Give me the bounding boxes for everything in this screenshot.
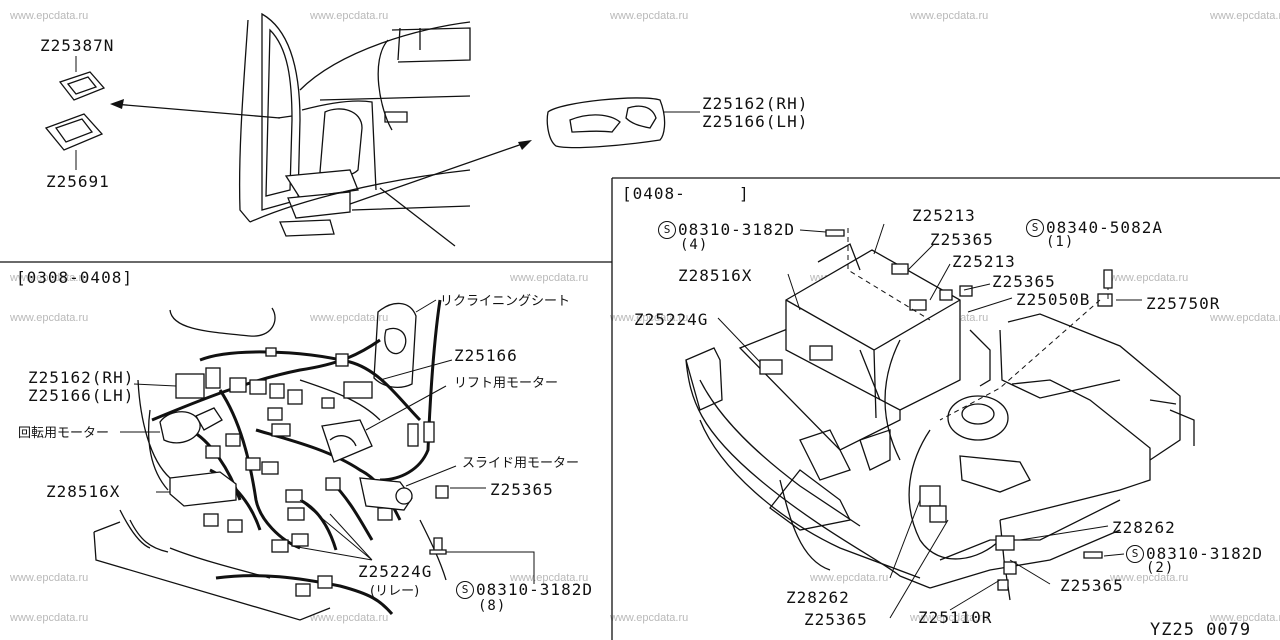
part-label: Z25213 bbox=[952, 252, 1016, 271]
rotation-motor bbox=[159, 407, 223, 444]
watermark: www.epcdata.ru bbox=[310, 612, 389, 624]
vehicle-interior-drawing bbox=[238, 12, 471, 247]
part-label: Z25166(LH) bbox=[28, 386, 135, 405]
watermark: www.epcdata.ru bbox=[610, 612, 689, 624]
seat-frame-drawing bbox=[93, 302, 447, 621]
range-label-0308-0408: [0308-0408] bbox=[16, 268, 133, 287]
bolt-part bbox=[429, 537, 447, 555]
part-label: Z28516X bbox=[46, 482, 121, 501]
watermark: www.epcdata.ru bbox=[310, 312, 389, 324]
section-divider bbox=[0, 177, 1280, 640]
part-label: Z25110R bbox=[918, 608, 993, 627]
range-label-0408: [0408- ] bbox=[622, 184, 750, 203]
part-label: Z25050B bbox=[1016, 290, 1091, 309]
slide-motor bbox=[359, 477, 413, 511]
part-code: 08310-3182D bbox=[476, 580, 593, 599]
standard-part-symbol: S bbox=[456, 581, 474, 599]
watermark: www.epcdata.ru bbox=[1210, 10, 1280, 22]
watermark: www.epcdata.ru bbox=[1110, 272, 1189, 284]
seat-ecu-box bbox=[785, 243, 961, 419]
watermark: www.epcdata.ru bbox=[510, 572, 589, 584]
standard-part-symbol: S bbox=[1126, 545, 1144, 563]
connectors-left bbox=[175, 347, 449, 597]
part-code: 08310-3182D bbox=[678, 220, 795, 239]
bezel-frame-part bbox=[44, 113, 104, 151]
watermark: www.epcdata.ru bbox=[10, 612, 89, 624]
part-label: リクライニングシート bbox=[440, 294, 571, 309]
seat-ecu bbox=[169, 471, 237, 507]
watermark: www.epcdata.ru bbox=[310, 10, 389, 22]
part-label: リフト用モーター bbox=[454, 376, 559, 391]
part-label: Z25365 bbox=[1060, 576, 1124, 595]
watermark: www.epcdata.ru bbox=[10, 10, 89, 22]
part-code: 08310-3182D bbox=[1146, 544, 1263, 563]
arrow-line bbox=[113, 103, 281, 119]
recline-actuator bbox=[407, 421, 435, 447]
standard-part-symbol: S bbox=[1026, 219, 1044, 237]
part-label: Z25365 bbox=[804, 610, 868, 629]
watermark: www.epcdata.ru bbox=[1210, 612, 1280, 624]
watermark: www.epcdata.ru bbox=[10, 312, 89, 324]
part-label: Z25750R bbox=[1146, 294, 1221, 313]
watermark: www.epcdata.ru bbox=[910, 10, 989, 22]
right-wiring bbox=[779, 339, 1011, 601]
part-label: Z28516X bbox=[678, 266, 753, 285]
watermark: www.epcdata.ru bbox=[10, 272, 89, 284]
part-label: スライド用モーター bbox=[462, 456, 580, 471]
part-label: Z25224G bbox=[634, 310, 709, 329]
watermark: www.epcdata.ru bbox=[10, 572, 89, 584]
quantity-label: (1) bbox=[1046, 234, 1075, 250]
watermark: www.epcdata.ru bbox=[610, 312, 689, 324]
watermark: www.epcdata.ru bbox=[810, 572, 889, 584]
recliner-motor bbox=[947, 395, 1031, 493]
part-label: Z25166 bbox=[454, 346, 518, 365]
part-label: Z25224G bbox=[358, 562, 433, 581]
part-label: Z28262 bbox=[1112, 518, 1176, 537]
lift-motor bbox=[321, 419, 373, 463]
part-label: Z25365 bbox=[490, 480, 554, 499]
diagram-code: YZ25 0079 bbox=[1150, 620, 1252, 640]
part-label: Z25162(RH) bbox=[702, 94, 809, 113]
part-label: Z28262 bbox=[786, 588, 850, 607]
part-label: (リレー) bbox=[370, 584, 420, 599]
quantity-label: (2) bbox=[1146, 560, 1175, 576]
bolt-parts-right bbox=[825, 229, 1113, 559]
quantity-label: (4) bbox=[680, 237, 709, 253]
part-label: Z25166(LH) bbox=[702, 112, 809, 131]
watermark: www.epcdata.ru bbox=[910, 612, 989, 624]
part-label: Z25213 bbox=[912, 206, 976, 225]
standard-part-symbol: S bbox=[658, 221, 676, 239]
part-label: Z25365 bbox=[930, 230, 994, 249]
connectors-right bbox=[759, 263, 1113, 591]
arrow-line bbox=[349, 141, 529, 205]
watermark: www.epcdata.ru bbox=[1110, 572, 1189, 584]
watermark: www.epcdata.ru bbox=[610, 10, 689, 22]
part-code: 08340-5082A bbox=[1046, 218, 1163, 237]
watermark: www.epcdata.ru bbox=[1210, 312, 1280, 324]
part-label: Z25691 bbox=[46, 172, 110, 191]
switch-bezel-part bbox=[58, 71, 106, 101]
part-label: Z25365 bbox=[992, 272, 1056, 291]
part-label: Z25162(RH) bbox=[28, 368, 135, 387]
watermark: www.epcdata.ru bbox=[510, 272, 589, 284]
quantity-label: (8) bbox=[478, 598, 507, 614]
part-label: Z25387N bbox=[40, 36, 115, 55]
seat-switch-part bbox=[546, 97, 666, 149]
part-label: 回転用モーター bbox=[18, 426, 110, 441]
